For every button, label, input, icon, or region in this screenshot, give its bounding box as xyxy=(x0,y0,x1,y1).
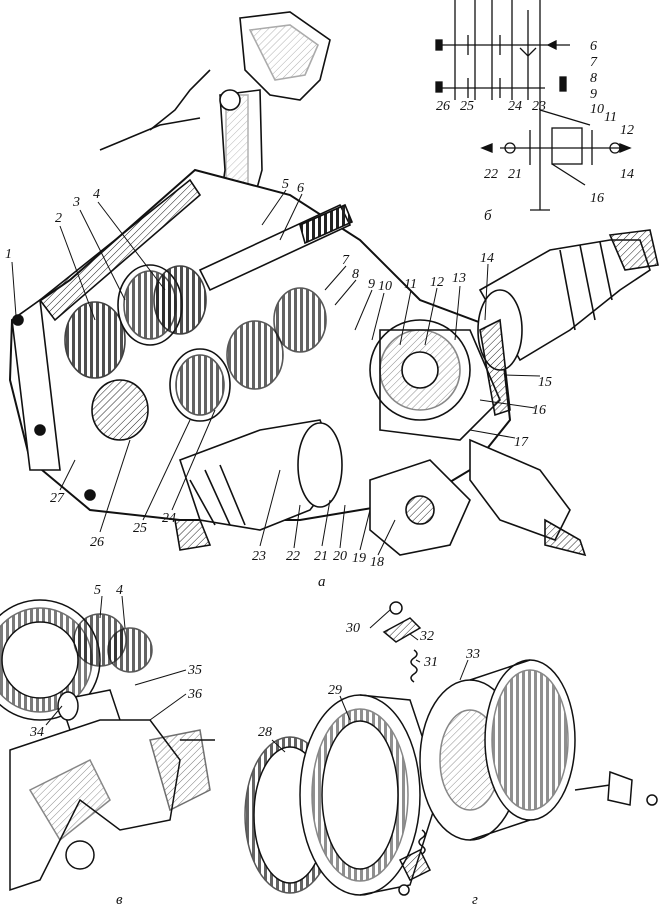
label-a-12: 12 xyxy=(430,275,444,290)
label-b-16: 16 xyxy=(590,191,604,206)
panel-b-labels: 6 7 8 9 10 11 12 14 16 21 22 23 24 25 26… xyxy=(436,39,634,224)
panel-g-synchronizer-exploded xyxy=(244,601,658,896)
label-a-14: 14 xyxy=(480,251,494,266)
label-b-22: 22 xyxy=(484,167,498,182)
panel-v-caption: в xyxy=(116,892,123,908)
label-a-21: 21 xyxy=(314,549,328,564)
label-a-22: 22 xyxy=(286,549,300,564)
panel-g-caption: г xyxy=(472,892,478,908)
panel-a-leader-lines xyxy=(11,189,541,556)
label-a-19: 19 xyxy=(352,551,366,566)
label-a-13: 13 xyxy=(452,271,466,286)
label-v-5: 5 xyxy=(94,583,101,598)
label-g-31: 31 xyxy=(423,655,438,670)
label-a-11: 11 xyxy=(404,277,417,292)
label-a-17: 17 xyxy=(514,435,529,450)
label-v-35: 35 xyxy=(187,663,202,678)
label-a-26: 26 xyxy=(90,535,104,550)
label-a-16: 16 xyxy=(532,403,546,418)
label-a-20: 20 xyxy=(333,549,347,564)
label-g-29: 29 xyxy=(328,683,342,698)
panel-v-labels: 5 4 34 35 36 в xyxy=(29,583,202,908)
label-b-11: 11 xyxy=(604,110,617,125)
label-a-5: 5 xyxy=(282,177,289,192)
label-b-25: 25 xyxy=(460,99,474,114)
label-b-21: 21 xyxy=(508,167,522,182)
label-a-24: 24 xyxy=(162,511,176,526)
label-v-4: 4 xyxy=(116,583,123,598)
label-b-24: 24 xyxy=(508,99,522,114)
label-b-7: 7 xyxy=(590,55,598,70)
label-a-6: 6 xyxy=(297,181,304,196)
panel-b-caption: б xyxy=(484,208,492,224)
label-a-18: 18 xyxy=(370,555,384,570)
panel-v-leader-lines xyxy=(45,595,187,726)
label-a-8: 8 xyxy=(352,267,359,282)
label-a-3: 3 xyxy=(72,195,80,210)
label-b-10: 10 xyxy=(590,102,604,117)
label-a-1: 1 xyxy=(5,247,12,262)
panel-b-kinematic-scheme xyxy=(435,0,632,211)
label-a-23: 23 xyxy=(252,549,266,564)
label-b-14: 14 xyxy=(620,167,634,182)
label-a-7: 7 xyxy=(342,253,350,268)
label-g-30: 30 xyxy=(345,621,360,636)
label-g-28: 28 xyxy=(258,725,272,740)
label-b-23: 23 xyxy=(532,99,546,114)
label-b-9: 9 xyxy=(590,87,597,102)
panel-g-labels: 28 29 30 31 32 33 г xyxy=(258,621,480,908)
panel-v-selector-mechanism xyxy=(0,599,215,892)
label-b-6: 6 xyxy=(590,39,597,54)
panel-a-gearbox-cutaway xyxy=(8,11,659,557)
label-b-12: 12 xyxy=(620,123,634,138)
label-v-36: 36 xyxy=(187,687,202,702)
label-b-26: 26 xyxy=(436,99,450,114)
label-a-10: 10 xyxy=(378,279,392,294)
label-a-25: 25 xyxy=(133,521,147,536)
panel-a-labels: 1 2 3 4 5 6 7 8 9 10 11 12 13 14 15 16 1… xyxy=(5,177,552,590)
label-v-34: 34 xyxy=(29,725,44,740)
label-g-32: 32 xyxy=(419,629,434,644)
panel-g-leader-lines xyxy=(271,609,469,753)
label-b-8: 8 xyxy=(590,71,597,86)
panel-a-caption: а xyxy=(318,574,326,590)
label-a-2: 2 xyxy=(55,211,62,226)
label-a-15: 15 xyxy=(538,375,552,390)
label-a-4: 4 xyxy=(93,187,100,202)
label-a-9: 9 xyxy=(368,277,375,292)
label-g-33: 33 xyxy=(465,647,480,662)
label-a-27: 27 xyxy=(50,491,65,506)
